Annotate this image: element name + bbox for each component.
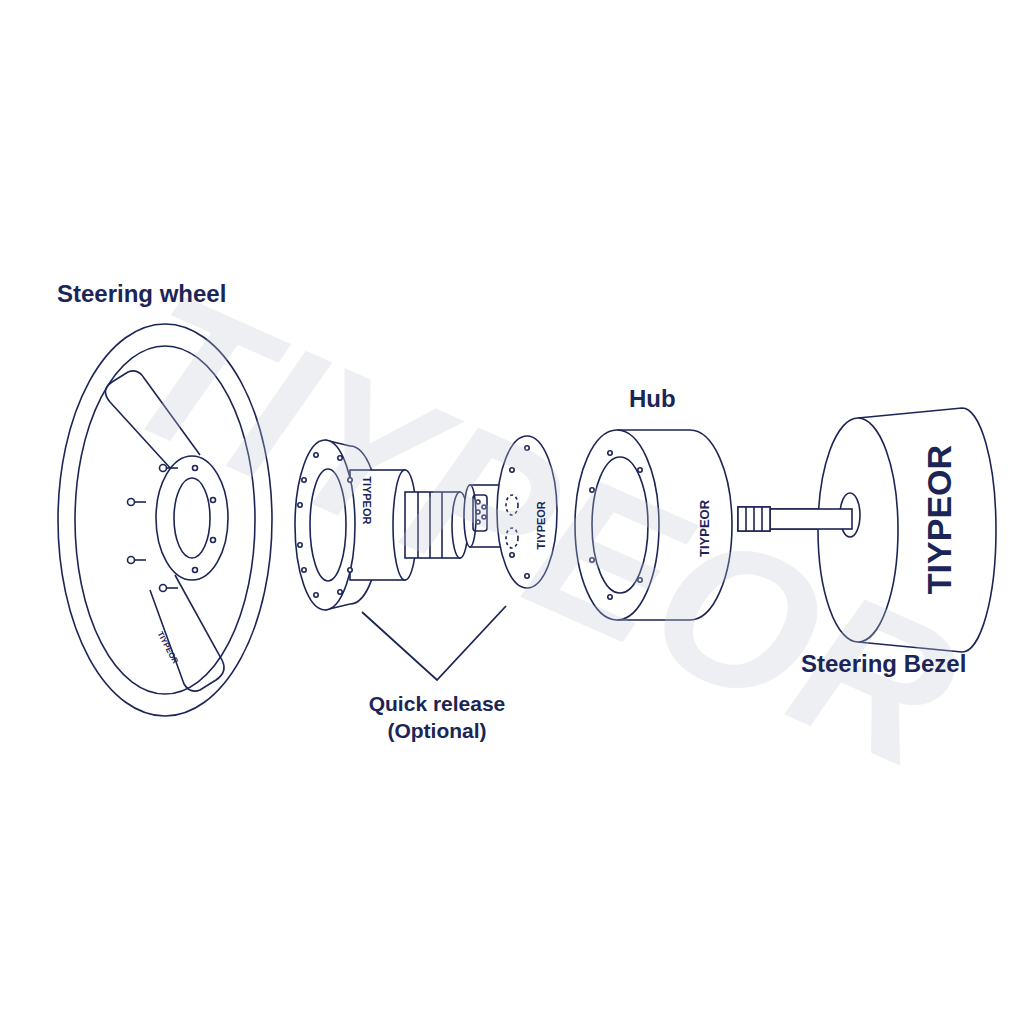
brand-logo: TIYPEOR [535, 501, 548, 549]
part-label: Steering wheel [57, 280, 226, 308]
brand-logo: TIYPEOR [699, 499, 714, 556]
part-label: Steering Bezel [801, 650, 966, 678]
brand-logo: TIYPEOR [361, 476, 374, 524]
brand-logo: TIYPEOR [156, 630, 181, 665]
part-label: Hub [629, 385, 676, 413]
brand-logo: TIYPEOR [920, 445, 959, 594]
part-label: Quick release (Optional) [352, 690, 522, 745]
